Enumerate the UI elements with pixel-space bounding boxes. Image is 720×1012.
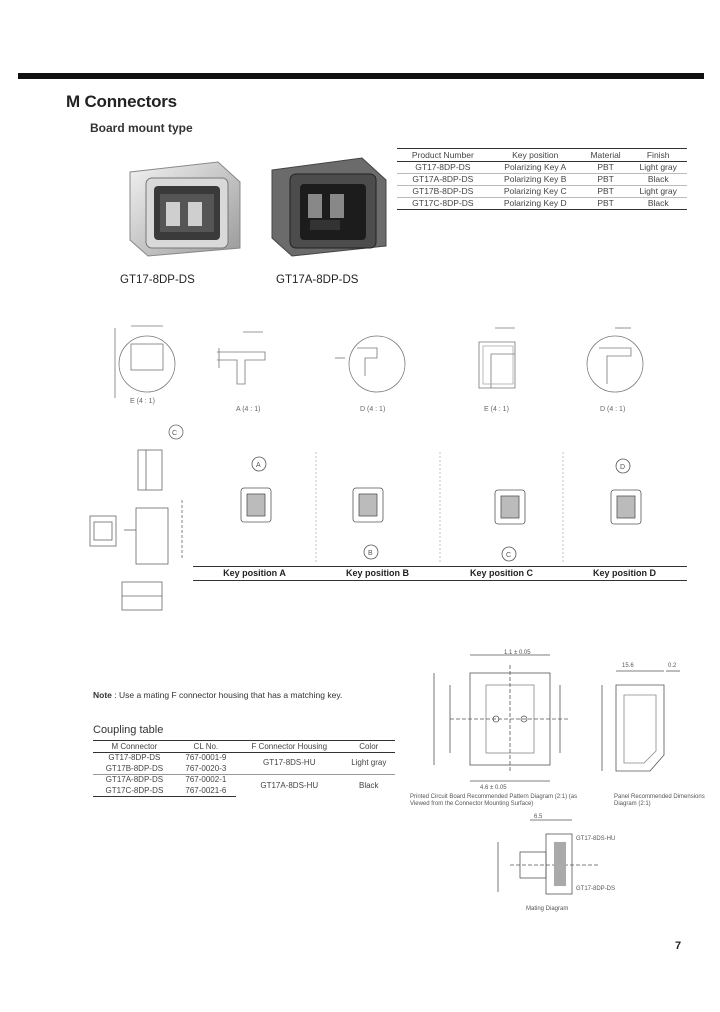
note-text: : Use a mating F connector housing that … (114, 690, 343, 700)
cl-no: 767-0002-1 (185, 775, 227, 784)
table-row: GT17C-8DP-DS Polarizing Key D PBT Black (397, 197, 687, 210)
pcb-caption-line-1: Printed Circuit Board Recommended Patter… (410, 794, 578, 800)
finish: Light gray (629, 185, 687, 198)
note-prefix: Note (93, 690, 112, 700)
key-callout-a: A (256, 462, 261, 469)
key-callout-c: C (506, 552, 511, 559)
cl-no: 767-0001-9 (185, 753, 227, 762)
coupling-table-header: M Connector CL No. F Connector Housing C… (93, 740, 395, 753)
dim-4: 0.2 (668, 663, 677, 669)
table-row: GT17-8DP-DS 767-0001-9 GT17-8DS-HU Light… (93, 753, 395, 767)
table-row: GT17B-8DP-DS Polarizing Key C PBT Light … (397, 185, 687, 198)
page-subtitle: Board mount type (90, 121, 193, 135)
cl-no: 767-0020-3 (185, 763, 227, 773)
m-connector: GT17B-8DP-DS (105, 763, 164, 773)
m-connector: GT17C-8DP-DS (93, 785, 176, 797)
connector-photo-black (271, 157, 387, 257)
product-number: GT17A-8DP-DS (397, 173, 489, 186)
table-row: GT17C-8DP-DS 767-0021-6 (93, 785, 395, 797)
finish: Black (629, 197, 687, 210)
key-position: Polarizing Key D (488, 197, 582, 210)
header-rule (18, 73, 704, 79)
finish: Light gray (629, 161, 687, 174)
mating-note: Note : Use a mating F connector housing … (93, 690, 342, 700)
coupling-table-title: Coupling table (93, 724, 164, 736)
key-label-d: Key position D (592, 568, 656, 578)
finish: Black (629, 173, 687, 186)
material: PBT (581, 197, 630, 210)
key-label-b: Key position B (345, 568, 409, 578)
pcb-pattern-drawing: 1.1 ± 0.05 4.6 ± 0.05 (433, 650, 570, 791)
key-position: Polarizing Key A (488, 161, 582, 174)
detail-label-e2: E (4 : 1) (484, 406, 509, 413)
product-table-header: Product Number Key position Material Fin… (397, 148, 687, 162)
col-material: Material (581, 148, 630, 162)
material: PBT (581, 173, 630, 186)
table-row: GT17A-8DP-DS 767-0002-1 GT17A-8DS-HU Bla… (93, 774, 395, 790)
col-m-connector: M Connector (93, 740, 176, 753)
table-row: GT17A-8DP-DS Polarizing Key B PBT Black (397, 173, 687, 186)
key-position-bar: Key position A Key position B Key positi… (193, 566, 687, 581)
side-views-drawing: C (89, 424, 184, 611)
col-product-number: Product Number (397, 148, 489, 162)
color: Light gray (351, 758, 387, 768)
pcb-caption-line-2: Viewed from the Connector Mounting Surfa… (410, 801, 534, 807)
col-key-position: Key position (488, 148, 582, 162)
dim-2: 4.6 ± 0.05 (480, 785, 507, 791)
key-position-drawings: A B C D (240, 452, 642, 564)
f-housing: GT17A-8DS-HU (260, 780, 319, 790)
table-row: GT17B-8DP-DS 767-0020-3 (93, 764, 395, 775)
product-number: GT17-8DP-DS (397, 161, 489, 174)
m-connector: GT17A-8DP-DS (105, 775, 164, 784)
panel-caption-line-2: Diagram (2:1) (614, 801, 651, 807)
product-label-left: GT17-8DP-DS (120, 274, 195, 286)
key-callout-b: B (368, 550, 373, 557)
product-number: GT17C-8DP-DS (397, 197, 489, 210)
key-position: Polarizing Key B (488, 173, 582, 186)
dim-1: 1.1 ± 0.05 (504, 650, 531, 656)
dim-3: 15.6 (622, 663, 634, 669)
material: PBT (581, 161, 630, 174)
panel-caption-line-1: Panel Recommended Dimensions (614, 794, 705, 800)
connector-photo-light-gray (129, 161, 241, 257)
dim-5: 6.5 (534, 814, 543, 820)
callout-c: C (172, 430, 177, 437)
coupling-table: M Connector CL No. F Connector Housing C… (93, 740, 395, 797)
detail-views-drawing (114, 325, 644, 398)
key-label-c: Key position C (469, 568, 533, 578)
key-label-a: Key position A (223, 568, 286, 578)
product-table: Product Number Key position Material Fin… (397, 148, 687, 210)
color: Black (358, 780, 379, 790)
product-number: GT17B-8DP-DS (397, 185, 489, 198)
m-connector: GT17-8DP-DS (108, 753, 161, 762)
key-position: Polarizing Key C (488, 185, 582, 198)
product-label-right: GT17A-8DP-DS (276, 274, 359, 286)
detail-label-d2: D (4 : 1) (600, 406, 626, 413)
key-callout-d: D (620, 464, 625, 471)
col-color: Color (342, 740, 395, 753)
material: PBT (581, 185, 630, 198)
mating-caption: Mating Diagram (526, 906, 569, 912)
col-f-housing: F Connector Housing (235, 740, 343, 753)
panel-caption: Panel Recommended Dimensions Diagram (2:… (614, 794, 705, 808)
col-finish: Finish (629, 148, 687, 162)
pcb-caption: Printed Circuit Board Recommended Patter… (410, 794, 577, 808)
page-title: M Connectors (66, 92, 177, 111)
cl-no: 767-0021-6 (175, 785, 236, 797)
detail-label-d1: D (4 : 1) (360, 406, 386, 413)
table-row: GT17-8DP-DS Polarizing Key A PBT Light g… (397, 161, 687, 174)
detail-label-e1: E (4 : 1) (130, 398, 155, 405)
page-number: 7 (675, 940, 682, 952)
mating-drawing: 6.5 GT17-8DS-HU GT17-8DP-DS (497, 814, 615, 895)
panel-drawing: 15.6 0.2 (601, 663, 680, 772)
detail-label-a: A (4 : 1) (236, 406, 261, 413)
mating-label-top: GT17-8DS-HU (576, 836, 615, 842)
f-housing: GT17-8DS-HU (263, 758, 316, 768)
mating-label-bottom: GT17-8DP-DS (576, 886, 615, 892)
col-cl-no: CL No. (175, 740, 236, 753)
